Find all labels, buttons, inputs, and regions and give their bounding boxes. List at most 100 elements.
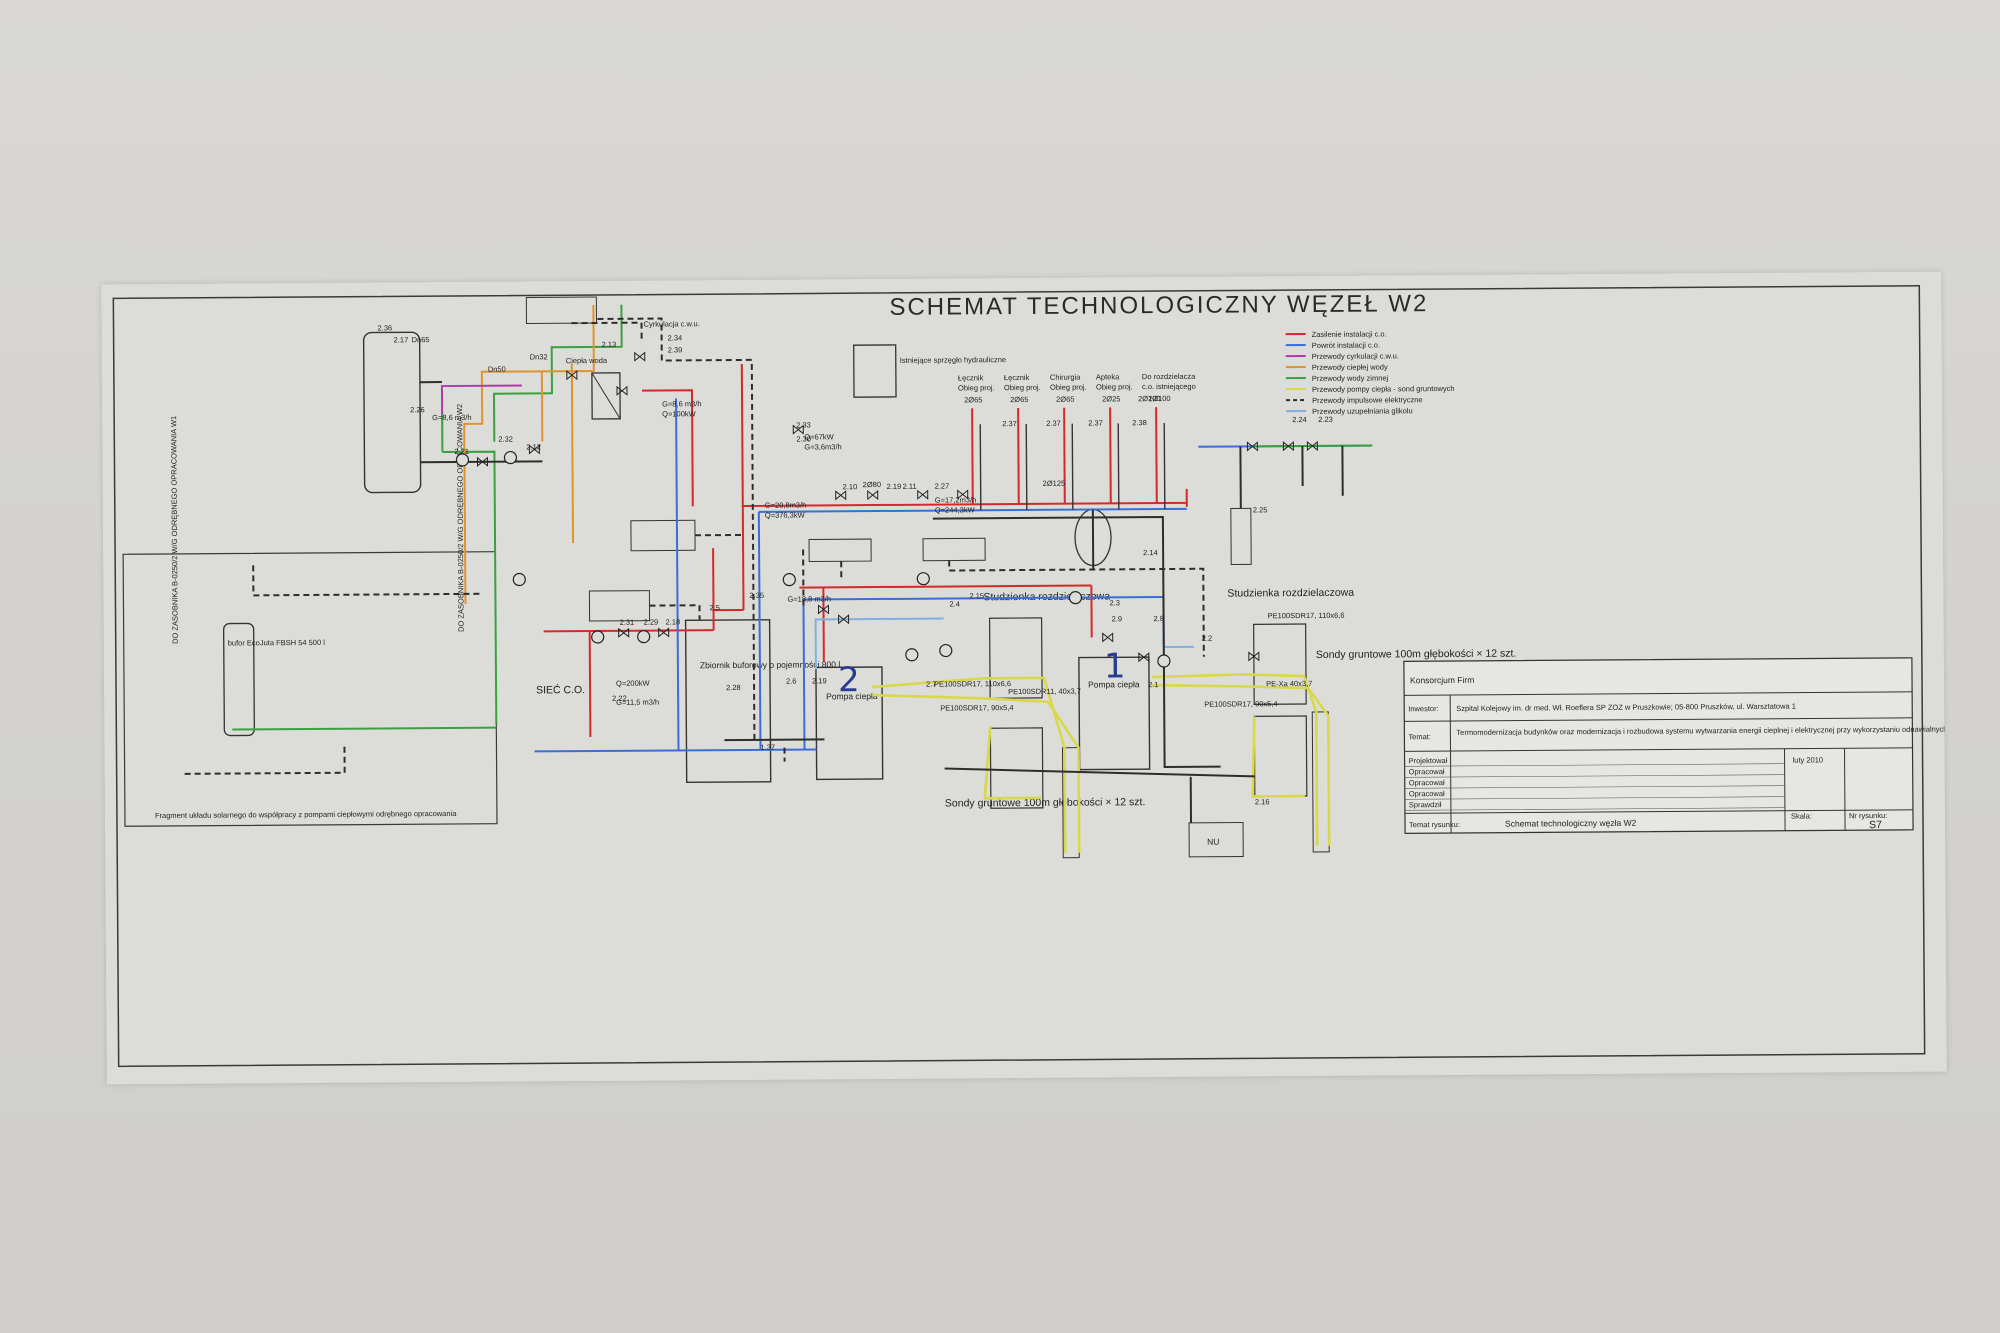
pipe-return (802, 599, 806, 750)
tb-line (1844, 748, 1846, 831)
pipe-line (948, 560, 1205, 657)
pipe-hot-water (463, 304, 595, 604)
valve-symbol (957, 489, 969, 500)
controller-box (808, 538, 872, 563)
pump-symbol (512, 572, 526, 587)
node-number: 2.7 (926, 680, 937, 689)
tb-topic: Termomodernizacja budynków oraz moderniz… (1456, 723, 1946, 737)
dn32-label: Dn32 (530, 352, 548, 361)
node-number: 2.19 (887, 482, 902, 491)
node-number: 1.37 (760, 743, 775, 752)
pe-pipe-label-5: PE-Xa 40x3,7 (1266, 679, 1312, 688)
legend-label: Przewody ciepłej wody (1312, 362, 1388, 372)
tb-topic-label: Temat: (1408, 732, 1431, 741)
regulator-box (630, 519, 696, 552)
handwritten-number-2: 2 (838, 660, 860, 700)
tb-line (1784, 748, 1786, 831)
legend-label: Przewody impulsowe elektryczne (1312, 395, 1423, 405)
node-number: 2.14 (1143, 548, 1158, 557)
consumer-pipe: 2Ø25 (1102, 394, 1120, 403)
consumer-name-line2: Obieg proj. (1004, 383, 1041, 392)
pipe-line (420, 460, 543, 464)
drawing-sheet: SCHEMAT TECHNOLOGICZNY WĘZEŁ W2 Zasileni… (101, 271, 1947, 1085)
pump-symbol (1157, 654, 1171, 668)
controller-box (922, 537, 986, 562)
consumer-return-riser (1071, 423, 1074, 510)
node-number: 2.27 (935, 482, 950, 491)
nu-label: NU (1207, 837, 1219, 847)
manifold-well-2-label: Studzienka rozdzielaczowa (1227, 587, 1354, 600)
valve-symbol (1306, 440, 1318, 452)
consumer-name-line2: Obieg proj. (1050, 383, 1087, 392)
consumer-name: Łęcznik (1004, 373, 1030, 382)
pipe-2x100-label: 2Ø100 (1138, 394, 1161, 403)
power-label-g5: Q=67kW (804, 432, 834, 441)
pipe-cold-water (232, 726, 497, 731)
hot-water-label: Ciepła woda (566, 356, 608, 365)
tb-line (1404, 691, 1913, 696)
node-number: 2.3 (1109, 598, 1120, 607)
valve-symbol (476, 456, 489, 467)
legend-label: Przewody uzupełniania glikolu (1312, 406, 1413, 416)
flow-label-g4: G=17,2m3/h (935, 495, 977, 504)
valve-symbol (1138, 652, 1150, 663)
tb-line (1404, 717, 1913, 722)
buffer-tank (684, 619, 772, 784)
legend-label: Przewody cyrkulacji c.w.u. (1312, 351, 1399, 361)
node-number: 2.28 (726, 683, 741, 692)
pipe-line (252, 565, 484, 597)
pipe-ground-loop (1151, 673, 1319, 846)
tb-drawing-title: Schemat technologiczny węzła W2 (1505, 818, 1637, 829)
node-number: 2.10 (843, 482, 858, 491)
node-number: 2.13 (602, 340, 617, 349)
tb-number-label: Nr rysunku: (1849, 811, 1887, 820)
pipe-line (944, 767, 1255, 778)
ground-probes-2-label: Sondy gruntowe 100m głębokości × 12 szt. (1316, 648, 1517, 661)
node-number: 2.39 (668, 345, 683, 354)
pipe-supply (589, 629, 714, 633)
flow-label-g1: G=8,6 m3/h (432, 413, 471, 422)
node-number: 2.33 (796, 420, 811, 429)
flow-label-g7: G=11,5 m3/h (616, 698, 659, 707)
tb-company: Konsorcjum Firm (1410, 675, 1474, 685)
solar-fragment-caption: Fragment układu solarnego do współpracy … (155, 809, 457, 820)
valve-symbol (838, 614, 850, 625)
node-number: 2.2 (1202, 634, 1213, 643)
node-number: 2.6 (786, 677, 797, 686)
legend-label: Przewody wody zimnej (1312, 373, 1389, 383)
district-heating-label: SIEĆ C.O. (536, 683, 585, 696)
consumer-return-riser (1117, 423, 1120, 510)
consumer-name: Do rozdzielacza (1142, 372, 1196, 381)
consumer-pipe: 2Ø65 (1056, 395, 1074, 404)
solar-buffer-label: bufor EcoJuta FBSH 54 500 l (228, 638, 326, 648)
power-label-q4: Q=244,3kW (935, 505, 976, 514)
dn50-label: Dn50 (488, 365, 506, 374)
heat-pump-1-label: Pompa ciepła (1088, 679, 1140, 689)
hydraulic-coupler (853, 344, 897, 398)
manifold-well-1 (988, 617, 1043, 699)
consumer-name: Chirurgia (1050, 373, 1081, 382)
node-number: 2.12 (526, 442, 541, 451)
node-number: 2.22 (612, 694, 627, 703)
nu-box (1188, 821, 1244, 858)
node-number: 2.11 (903, 482, 917, 491)
node-number: 2.35 (749, 591, 764, 600)
pipe-line (571, 321, 643, 339)
node-number: 2.30 (796, 434, 811, 443)
valve-symbol (634, 351, 646, 362)
node-number: 2.31 (620, 618, 635, 627)
valve-symbol (618, 627, 630, 638)
node-number: 2.9 (1112, 614, 1123, 623)
consumer-return-riser (1163, 423, 1166, 510)
pe-pipe-label-4: PE100SDR17, 110x6,6 (1268, 611, 1345, 621)
consumer-return-riser (979, 424, 982, 511)
buffer-tank-label: Zbiornik buforowy o pojemności 800 l (700, 659, 840, 670)
node-number: 2.17 (394, 335, 409, 344)
circulation-label: Cyrkulacja c.w.u. (643, 319, 699, 328)
valve-symbol (867, 489, 879, 501)
manifold-well-2b (1253, 715, 1308, 797)
flow-label-g2: G=8,6 m3/h (662, 399, 701, 408)
node-number: 2.19 (812, 676, 827, 685)
pipe-return (757, 511, 762, 750)
legend: Zasilenie instalacji c.o.Powrót instalac… (1285, 329, 1455, 416)
